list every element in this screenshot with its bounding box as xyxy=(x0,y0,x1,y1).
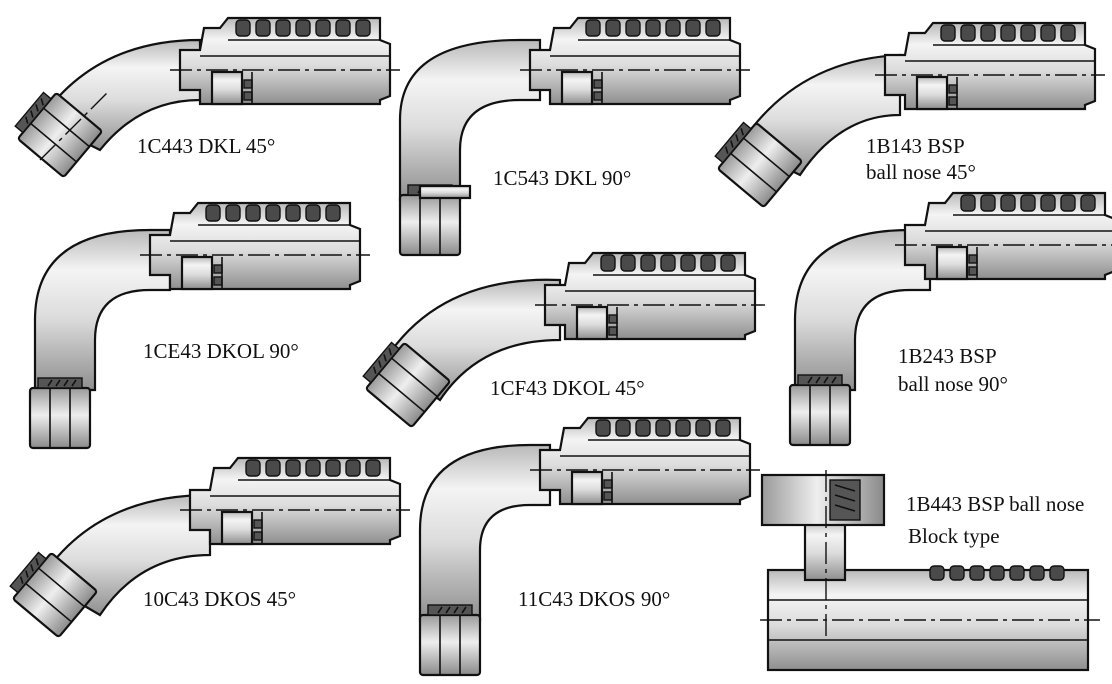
label-1b243: 1B243 BSP xyxy=(898,344,997,368)
label-1b443: 1B443 BSP ball nose xyxy=(906,492,1085,516)
fitting-11c43 xyxy=(418,416,762,677)
label-1cf43: 1CF43 DKOL 45° xyxy=(490,376,645,400)
label-1c443: 1C443 DKL 45° xyxy=(137,134,276,158)
fitting-1b443 xyxy=(760,470,1100,672)
label-1b143-subline: ball nose 45° xyxy=(866,160,976,184)
label-1b143: 1B143 BSP xyxy=(866,134,965,158)
fitting-1cf43 xyxy=(356,251,767,429)
fitting-1b243 xyxy=(788,191,1112,447)
fitting-1ce43 xyxy=(28,201,372,450)
fitting-1c543 xyxy=(398,16,752,257)
fitting-1c443 xyxy=(8,16,402,179)
label-1b243-subline: ball nose 90° xyxy=(898,372,1008,396)
label-1c543: 1C543 DKL 90° xyxy=(493,166,632,190)
label-1b443-subline: Block type xyxy=(908,524,1000,548)
label-11c43: 11C43 DKOS 90° xyxy=(518,587,671,611)
label-1ce43: 1CE43 DKOL 90° xyxy=(143,339,299,363)
fitting-1b143 xyxy=(708,21,1107,209)
label-10c43: 10C43 DKOS 45° xyxy=(143,587,297,611)
fitting-10c43 xyxy=(3,456,412,639)
